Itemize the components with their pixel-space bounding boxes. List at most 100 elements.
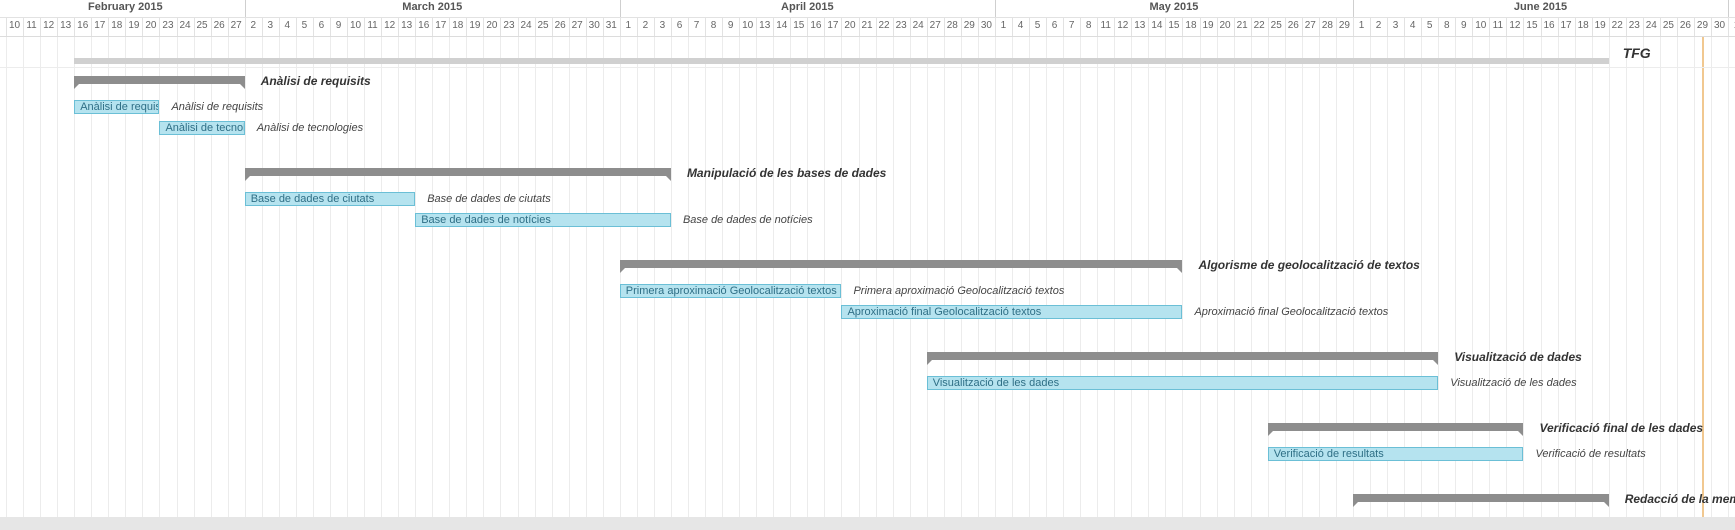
grid-line xyxy=(654,36,655,517)
day-label: 29 xyxy=(1696,20,1709,31)
grid-line xyxy=(1489,36,1490,517)
day-label: 2 xyxy=(642,20,649,31)
day-label: 17 xyxy=(827,20,839,31)
month-label: April 2015 xyxy=(781,1,834,13)
day-separator xyxy=(1217,17,1218,36)
day-separator xyxy=(1558,17,1559,36)
summary-label: Manipulació de les bases de dades xyxy=(686,166,887,180)
day-separator xyxy=(1643,17,1644,36)
task-bar[interactable]: Visualització de les dades xyxy=(926,376,1439,390)
day-separator xyxy=(1285,17,1286,36)
day-label: 9 xyxy=(727,20,734,31)
day-separator xyxy=(1609,17,1610,36)
day-separator xyxy=(500,17,501,36)
day-label: 18 xyxy=(1577,20,1589,31)
day-label: 2 xyxy=(250,20,256,31)
day-separator xyxy=(364,17,365,36)
summary-bar[interactable] xyxy=(1352,494,1609,507)
grid-line xyxy=(586,36,587,517)
grid-line xyxy=(1711,36,1712,517)
day-separator xyxy=(262,17,263,36)
day-label: 4 xyxy=(284,20,291,31)
month-label: May 2015 xyxy=(1149,1,1199,13)
task-label: Aproximació final Geolocalització textos xyxy=(1194,306,1389,318)
day-separator xyxy=(1575,17,1576,36)
day-label: 16 xyxy=(1543,20,1555,31)
day-label: 7 xyxy=(1068,20,1075,31)
grid-line xyxy=(1063,36,1064,517)
summary-bar[interactable] xyxy=(619,260,1183,273)
day-label: 10 xyxy=(742,20,754,31)
day-label: 25 xyxy=(1662,20,1674,31)
summary-bar[interactable] xyxy=(74,76,245,89)
day-separator xyxy=(927,17,928,36)
day-separator xyxy=(841,17,842,36)
grid-line xyxy=(1319,36,1320,517)
day-label: 27 xyxy=(230,20,242,31)
day-label: 18 xyxy=(452,20,464,31)
task-bar[interactable]: Primera aproximació Geolocalització text… xyxy=(619,284,842,298)
day-label: 1 xyxy=(1358,20,1365,31)
grid-line xyxy=(1336,36,1337,517)
day-label: 17 xyxy=(1560,20,1572,31)
grid-line xyxy=(228,36,229,517)
grid-line xyxy=(671,36,672,517)
day-separator xyxy=(177,17,178,36)
grid-line xyxy=(1302,36,1303,517)
day-label: 1 xyxy=(625,20,632,31)
day-label: 20 xyxy=(486,20,498,31)
day-label: 23 xyxy=(162,20,174,31)
task-bar[interactable]: Aproximació final Geolocalització textos xyxy=(841,305,1183,319)
day-label: 25 xyxy=(537,20,549,31)
day-separator xyxy=(637,17,638,36)
day-label: 22 xyxy=(878,20,890,31)
day-separator xyxy=(330,17,331,36)
scrollbar-thumb[interactable] xyxy=(0,519,1735,528)
summary-label: Visualització de dades xyxy=(1454,350,1582,364)
day-label: 20 xyxy=(145,20,157,31)
grid-line xyxy=(552,36,553,517)
day-label: 25 xyxy=(196,20,208,31)
grid-line xyxy=(1029,36,1030,517)
task-bar[interactable]: Base de dades de notícies xyxy=(415,213,671,227)
day-label: 12 xyxy=(1117,20,1129,31)
grid-line xyxy=(194,36,195,517)
summary-bar[interactable] xyxy=(1267,423,1524,436)
task-bar[interactable]: Base de dades de ciutats xyxy=(244,192,416,206)
grid-line xyxy=(211,36,212,517)
grid-line xyxy=(1370,36,1371,517)
grid-line xyxy=(1575,36,1576,517)
grid-line xyxy=(1012,36,1013,517)
summary-bar[interactable] xyxy=(244,168,672,181)
grid-line xyxy=(944,36,945,517)
day-separator xyxy=(671,17,672,36)
day-separator xyxy=(1114,17,1115,36)
day-label: 24 xyxy=(520,20,532,31)
grid-line xyxy=(961,36,962,517)
day-separator xyxy=(705,17,706,36)
day-label: 16 xyxy=(810,20,822,31)
day-separator xyxy=(91,17,92,36)
task-bar[interactable]: Anàlisi de requisits xyxy=(74,100,160,114)
grid-line xyxy=(790,36,791,517)
summary-bar[interactable] xyxy=(926,352,1439,365)
day-label: 9 xyxy=(335,20,342,31)
day-label: 23 xyxy=(895,20,907,31)
grid-line xyxy=(108,36,109,517)
day-separator xyxy=(1404,17,1405,36)
day-label: 28 xyxy=(1321,20,1333,31)
grid-line xyxy=(722,36,723,517)
task-label: Anàlisi de requisits xyxy=(171,101,264,113)
day-separator xyxy=(1080,17,1081,36)
day-label: 3 xyxy=(659,20,666,31)
task-bar[interactable]: Verificació de resultats xyxy=(1267,447,1524,461)
grid-line xyxy=(91,36,92,517)
day-separator xyxy=(1319,17,1320,36)
project-bar[interactable] xyxy=(74,58,1609,64)
grid-line xyxy=(1080,36,1081,517)
task-bar[interactable]: Anàlisi de tecnologies xyxy=(159,121,245,135)
month-separator xyxy=(1353,0,1354,17)
month-label: March 2015 xyxy=(402,1,463,13)
horizontal-scrollbar[interactable] xyxy=(0,517,1735,530)
